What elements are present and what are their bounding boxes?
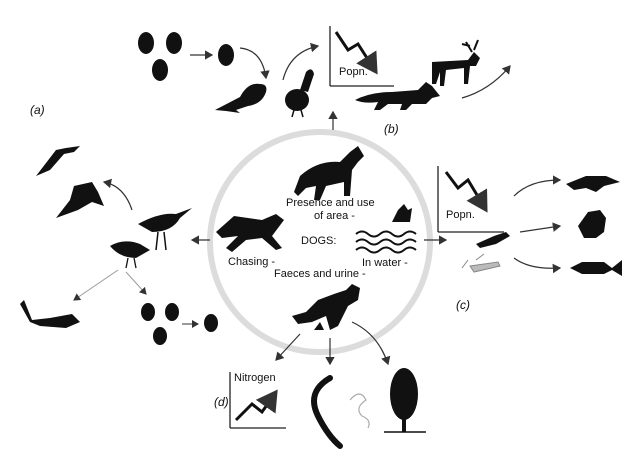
arrow-fox-to-deer: [461, 65, 511, 99]
earthworm-silhouette: [311, 375, 343, 449]
panel-label-b: (b): [384, 122, 399, 136]
nematode-icon: [349, 393, 370, 429]
population-graph-c: [437, 166, 504, 233]
presence-label-2: of area -: [314, 210, 355, 222]
arrow-wader-to-eggs: [125, 271, 147, 295]
panel-label-d: (d): [214, 395, 229, 409]
arrow-egg-to-bird: [239, 47, 270, 80]
frog-silhouette: [578, 210, 606, 238]
flying-bird-1: [36, 146, 80, 176]
arrow-c-to-frog: [519, 222, 562, 233]
songbird-silhouette: [215, 83, 267, 113]
deer-silhouette: [432, 39, 480, 86]
arrow-wader-to-flying: [102, 178, 133, 211]
tree-silhouette: [384, 368, 426, 433]
popn-label-b: Popn.: [339, 66, 368, 78]
arrow-bird-to-chick: [282, 42, 320, 81]
dog-squatting-silhouette: [292, 284, 360, 330]
wader-silhouette: [138, 208, 192, 251]
panel-label-a: (a): [30, 103, 45, 117]
nitrogen-label: Nitrogen: [234, 372, 276, 384]
eggs-group-b: [138, 32, 234, 81]
arrow-faeces-to-graph: [275, 333, 301, 361]
newt-silhouette: [566, 176, 620, 192]
dogs-title: DOGS:: [301, 235, 337, 247]
flying-bird-2: [56, 182, 104, 218]
faeces-label: Faeces and urine -: [274, 268, 366, 280]
arrow-c-to-fish: [513, 257, 562, 274]
eggs-group-a: [141, 303, 218, 345]
in-water-label: In water -: [362, 257, 408, 269]
arrow-faeces-to-tree: [351, 321, 391, 366]
dog-standing-silhouette: [294, 146, 364, 200]
mayfly-icon: [461, 253, 501, 273]
fish-silhouette: [570, 260, 622, 276]
nitrogen-graph: [229, 372, 286, 429]
center-ring: [207, 129, 433, 355]
popn-label-c: Popn.: [446, 209, 475, 221]
dog-in-water-silhouette: [355, 204, 417, 254]
faeces-mark: [314, 322, 324, 330]
arrow-wader-to-dead: [73, 269, 119, 301]
presence-label: Presence and use: [286, 197, 375, 209]
population-graph-b: [326, 26, 394, 87]
chick-silhouette: [285, 69, 314, 118]
panel-label-c: (c): [456, 298, 470, 312]
dead-bird-silhouette: [20, 300, 80, 328]
arrow-c-to-newt: [513, 175, 562, 197]
aquatic-insect-silhouette: [476, 232, 510, 248]
chasing-label: Chasing -: [228, 256, 276, 268]
dog-running-silhouette: [216, 214, 284, 252]
fox-silhouette: [355, 82, 440, 110]
small-wader-silhouette: [110, 241, 150, 269]
